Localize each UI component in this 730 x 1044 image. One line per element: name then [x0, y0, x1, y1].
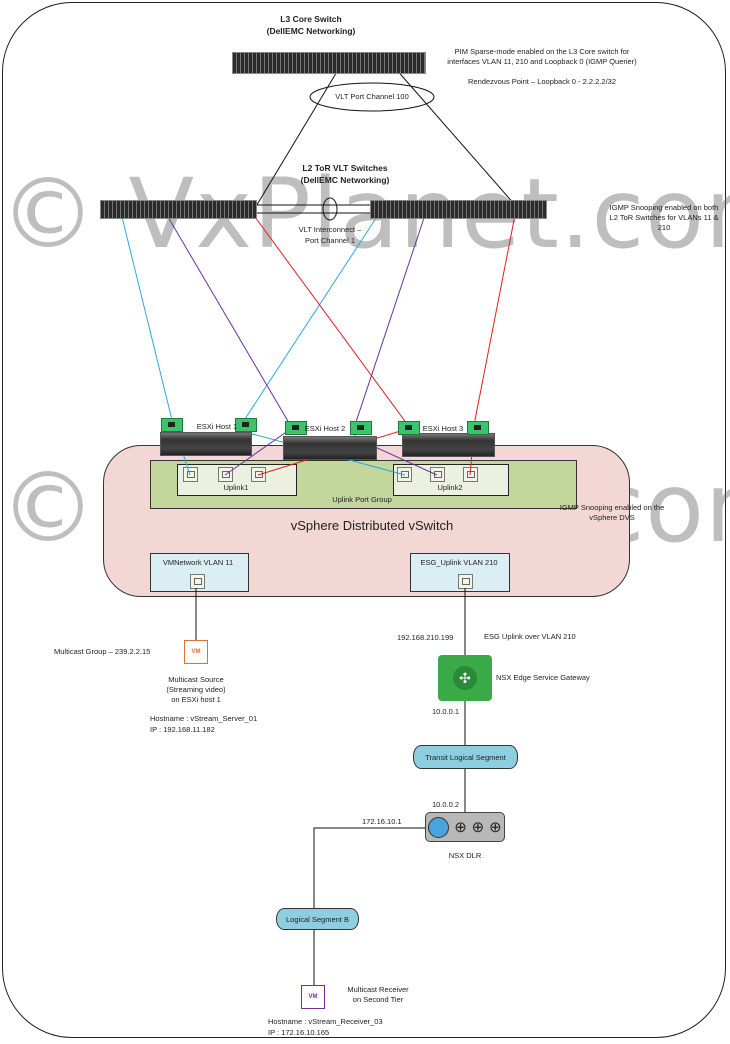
source-desc-2: (Streaming video) [166, 685, 226, 694]
host-1-label: ESXi Host 1 [196, 422, 238, 431]
core-switch [232, 52, 426, 74]
dlr-name: NSX DLR [448, 851, 482, 860]
tor-subtitle: (DellEMC Networking) [300, 175, 390, 185]
vlt-interconnect-label-1: VLT Interconnect – [298, 225, 362, 234]
transit-logical-segment: Transit Logical Segment [413, 745, 518, 769]
multicast-group-label: Multicast Group – 239.2.2.15 [54, 647, 151, 656]
router-arrows-icon: ✣ [453, 666, 477, 690]
igmp-dvs-note-1: IGMP Snooping enabled on the [559, 503, 665, 512]
receiver-vm-icon: VM [301, 985, 325, 1009]
uplink-port [430, 467, 445, 482]
nic-icon [398, 421, 420, 435]
vlt-interconnect-ellipse [322, 197, 338, 221]
esg-internal-ip: 10.0.0.1 [432, 707, 460, 716]
source-desc-3: on ESXi host 1 [171, 695, 221, 704]
plus-circle-icon: ⊕ [471, 819, 485, 836]
portgroup-vmnetwork-label: VMNetwork VLAN 11 [162, 558, 234, 567]
esg-name: NSX Edge Service Gateway [496, 673, 590, 682]
source-hostname: Hostname : vStream_Server_01 [150, 714, 258, 723]
uplink1-label: Uplink1 [223, 483, 249, 492]
pim-note-1: PIM Sparse-mode enabled on the L3 Core s… [454, 47, 630, 56]
receiver-desc-2: on Second Tier [352, 995, 404, 1004]
receiver-hostname: Hostname : vStream_Receiver_03 [268, 1017, 383, 1026]
plus-circle-icon: ⊕ [454, 819, 467, 836]
esxi-host-2 [283, 436, 377, 460]
core-switch-subtitle: (DellEMC Networking) [266, 26, 356, 36]
tor-title: L2 ToR VLT Switches [302, 163, 388, 173]
igmp-dvs-note-2: vSphere DVS [589, 513, 635, 522]
vlt-interconnect-label-2: Port Channel 1 [304, 236, 356, 245]
esxi-host-1 [160, 432, 252, 456]
uplink-pg-label: Uplink Port Group [332, 495, 392, 504]
vm-port [190, 574, 205, 589]
core-to-tor-left [254, 69, 339, 209]
dlr-uplink-ip: 10.0.0.2 [432, 800, 460, 809]
core-switch-title: L3 Core Switch [280, 14, 342, 24]
host-3-label: ESXi Host 3 [422, 424, 464, 433]
uplink2-label: Uplink2 [437, 483, 463, 492]
dvs-label: vSphere Distributed vSwitch [290, 518, 454, 533]
tor-switch-left [100, 200, 257, 219]
igmp-tor-note-1: IGMP Snooping enabled on both [609, 203, 719, 212]
receiver-ip: IP : 172.16.10.165 [268, 1028, 330, 1037]
core-to-tor-right [394, 67, 516, 206]
dlr-lif-ip: 172.16.10.1 [362, 817, 402, 826]
rp-note: Rendezvous Point – Loopback 0 - 2.2.2.2/… [467, 77, 617, 86]
igmp-tor-note-3: 210 [657, 223, 671, 232]
igmp-tor-note-2: L2 ToR Switches for VLANs 11 & [609, 213, 719, 222]
uplink2-box [393, 464, 509, 496]
vlt-port-channel-label: VLT Port Channel 100 [335, 92, 409, 101]
plus-circle-icon: ⊕ [489, 819, 502, 836]
nsx-edge-icon: ✣ [438, 655, 492, 701]
portgroup-vmnetwork [150, 553, 249, 592]
nic-icon [161, 418, 183, 432]
receiver-desc-1: Multicast Receiver [347, 985, 409, 994]
esg-uplink-ip: 192.168.210.199 [397, 633, 454, 642]
tor-switch-right [370, 200, 547, 219]
esg-port [458, 574, 473, 589]
source-desc-1: Multicast Source [168, 675, 224, 684]
uplink-port [183, 467, 198, 482]
nsx-dlr-icon: ⊕ ⊕ ⊕ [425, 812, 505, 842]
esg-uplink-note: ESG Uplink over VLAN 210 [484, 632, 576, 641]
logical-segment-b: Logical Segment B [276, 908, 359, 930]
nic-icon [235, 418, 257, 432]
nic-icon [285, 421, 307, 435]
source-ip: IP : 192.168.11.182 [150, 725, 215, 734]
nic-icon [467, 421, 489, 435]
host-2-label: ESXi Host 2 [304, 424, 346, 433]
vlt-port-channel-ellipse [309, 82, 435, 112]
portgroup-esg-label: ESG_Uplink VLAN 210 [420, 558, 498, 567]
esxi-host-3 [402, 433, 495, 457]
router-icon [428, 816, 450, 838]
source-vm-icon: VM [184, 640, 208, 664]
pim-note-2: interfaces VLAN 11, 210 and Loopback 0 (… [447, 57, 637, 66]
nic-icon [350, 421, 372, 435]
